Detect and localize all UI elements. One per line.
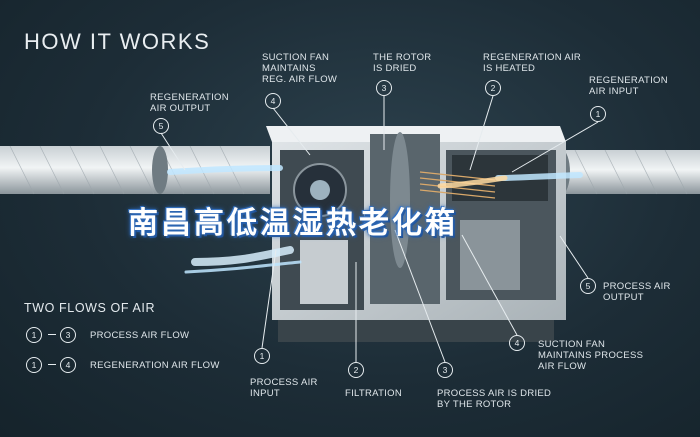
callout-number-4-bottom: 4 [509, 335, 525, 351]
callout-label-regeneration-air-output: REGENERATION AIR OUTPUT [150, 92, 229, 114]
callout-number-2-top: 2 [485, 80, 501, 96]
callout-label-process-air-output: PROCESS AIR OUTPUT [603, 281, 671, 303]
callout-number-3-top: 3 [376, 80, 392, 96]
callout-label-suction-fan-reg: SUCTION FAN MAINTAINS REG. AIR FLOW [262, 52, 338, 85]
right-duct [554, 149, 700, 195]
legend-to-number: 4 [60, 357, 76, 373]
callout-number-1-top: 1 [590, 106, 606, 122]
callout-label-suction-fan-process: SUCTION FAN MAINTAINS PROCESS AIR FLOW [538, 339, 644, 372]
legend-from-number: 1 [26, 357, 42, 373]
legend-label-process-air-flow: PROCESS AIR FLOW [90, 330, 190, 341]
legend-dash [48, 334, 56, 336]
callout-number-3-bottom: 3 [437, 362, 453, 378]
callout-number-4-top: 4 [265, 93, 281, 109]
callout-label-filtration: FILTRATION [345, 388, 403, 399]
callout-leader-lines [160, 95, 599, 363]
regeneration-air-flow [167, 165, 508, 189]
legend-to-number: 3 [60, 327, 76, 343]
dehumidifier-cabinet [266, 126, 566, 342]
legend-from-number: 1 [26, 327, 42, 343]
callout-label-regeneration-air-input: REGENERATION AIR INPUT [589, 75, 668, 97]
callout-number-2-bottom: 2 [348, 362, 364, 378]
callout-number-5-top: 5 [153, 118, 169, 134]
legend-label-regeneration-air-flow: REGENERATION AIR FLOW [90, 360, 220, 371]
callout-label-rotor-dried: THE ROTOR IS DRIED [373, 52, 432, 74]
callout-number-5-bottom: 5 [580, 278, 596, 294]
legend-title: TWO FLOWS OF AIR [24, 301, 156, 315]
watermark-overlay-text: 南昌高低温湿热老化箱 [128, 207, 458, 240]
legend-dash [48, 364, 56, 366]
callout-number-1-bottom: 1 [254, 348, 270, 364]
callout-label-process-air-input: PROCESS AIR INPUT [250, 377, 318, 399]
callout-label-process-air-dried: PROCESS AIR IS DRIED BY THE ROTOR [437, 388, 552, 410]
page-title: HOW IT WORKS [24, 29, 211, 54]
callout-label-regeneration-air-heated: REGENERATION AIR IS HEATED [483, 52, 582, 74]
